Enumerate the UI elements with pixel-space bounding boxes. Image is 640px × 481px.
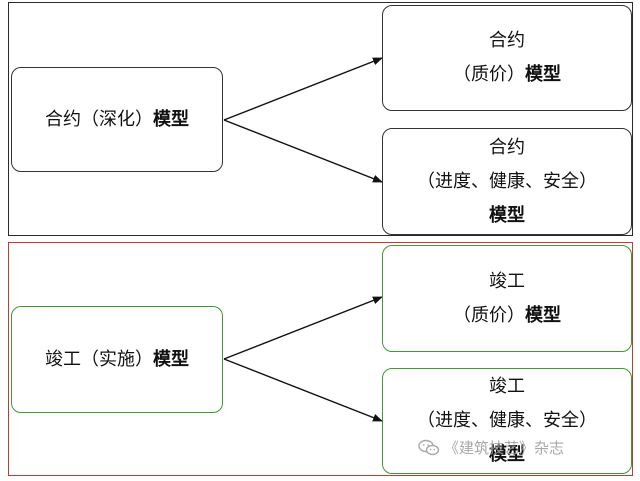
node-suffix: 模型 xyxy=(525,304,561,326)
node-suffix: 模型 xyxy=(153,108,189,130)
node-qualifier: （深化） xyxy=(81,108,153,130)
watermark-text: 《建筑技艺》杂志 xyxy=(444,439,565,457)
completion-model-panel xyxy=(8,242,633,476)
node-title: 竣工 xyxy=(489,270,525,292)
node-suffix-line: 模型 xyxy=(489,438,525,472)
node-subtitle: （质价）模型 xyxy=(453,299,561,333)
node-qualifier: （质价） xyxy=(453,304,525,326)
node-title: 竣工 xyxy=(489,376,525,397)
node-qualifier: （进度、健康、安全） xyxy=(417,170,597,192)
node-suffix: 模型 xyxy=(525,64,561,85)
node-suffix-line: 模型 xyxy=(489,199,525,233)
completion-quality-price-model-box: 竣工 （质价）模型 xyxy=(382,245,632,352)
contract-deepened-model-box: 合约（深化）模型 xyxy=(11,67,223,172)
node-subtitle: （质价）模型 xyxy=(453,58,561,92)
node-title: 合约 xyxy=(489,30,525,51)
wechat-icon xyxy=(418,439,440,457)
node-name: 竣工 xyxy=(45,348,81,370)
contract-progress-health-safety-model-box: 合约 （进度、健康、安全） 模型 xyxy=(382,128,632,235)
completion-implementation-model-box: 竣工（实施）模型 xyxy=(11,306,223,413)
node-qualifier: （实施） xyxy=(81,348,153,370)
node-label: 竣工（实施）模型 xyxy=(45,343,189,377)
node-qualifier: （进度、健康、安全） xyxy=(417,410,597,431)
contract-quality-price-model-box: 合约 （质价）模型 xyxy=(382,5,632,111)
node-suffix: 模型 xyxy=(489,444,525,465)
contract-model-panel xyxy=(8,2,633,236)
node-label: 合约（深化）模型 xyxy=(45,103,189,137)
completion-progress-health-safety-model-box: 竣工 （进度、健康、安全） 模型 xyxy=(382,368,632,474)
node-suffix: 模型 xyxy=(153,348,189,370)
node-qualifier: （质价） xyxy=(453,64,525,85)
watermark: 《建筑技艺》杂志 xyxy=(418,437,564,458)
node-suffix: 模型 xyxy=(489,204,525,226)
node-title: 合约 xyxy=(489,136,525,158)
node-name: 合约 xyxy=(45,108,81,130)
